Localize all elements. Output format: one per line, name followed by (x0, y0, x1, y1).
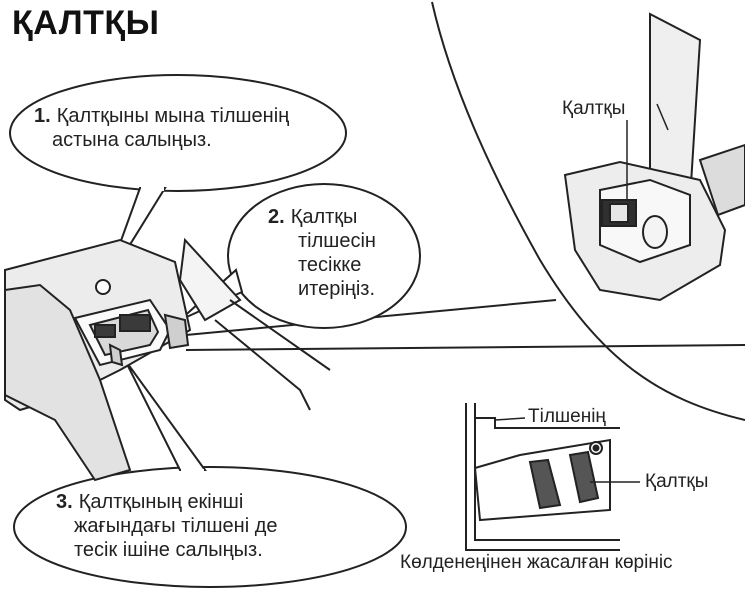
step-1-line-1: Қалтқыны мына тілшенің (56, 105, 290, 127)
cross-section (465, 403, 640, 551)
page-title: ҚАЛТҚЫ (12, 4, 160, 42)
step-3-line-2: жағындағы тілшені де (74, 515, 278, 537)
callout-2-bubble (227, 183, 421, 329)
step-1-number: 1. (34, 105, 51, 127)
step-1-line-2: астына салыңыз. (52, 129, 212, 151)
zoom-line-bottom (185, 344, 745, 351)
cross-section-caption: Көлденеңінен жасалған көрініс (400, 552, 673, 573)
step-2-line-1: Қалтқы (290, 206, 358, 228)
detail-boundary (431, 1, 745, 421)
cross-section-tab-label: Тілшенің (528, 406, 606, 427)
step-2-line-3: тесікке (298, 254, 362, 276)
step-2-number: 2. (268, 206, 285, 228)
callout-3-bubble (13, 466, 407, 588)
step-3-line-1: Қалтқының екінші (78, 491, 244, 513)
detail-drawing (563, 12, 745, 302)
callout-1-bubble (9, 74, 347, 192)
step-2-line-4: итеріңіз. (298, 278, 376, 300)
step-3-text: 3.Қалтқының екінші жағындағы тілшені де … (56, 490, 278, 562)
cross-section-float-label: Қалтқы (645, 471, 709, 492)
callout-3-tail (124, 359, 207, 471)
step-3-number: 3. (56, 491, 73, 513)
step-2-line-2: тілшесін (298, 230, 376, 252)
detail-float-label: Қалтқы (562, 98, 626, 119)
main-housing (4, 237, 331, 482)
step-3-line-3: тесік ішіне салыңыз. (74, 539, 263, 561)
step-1-text: 1.Қалтқыны мына тілшенің астына салыңыз. (34, 104, 289, 152)
step-2-text: 2.Қалтқы тілшесін тесікке итеріңіз. (268, 205, 376, 301)
